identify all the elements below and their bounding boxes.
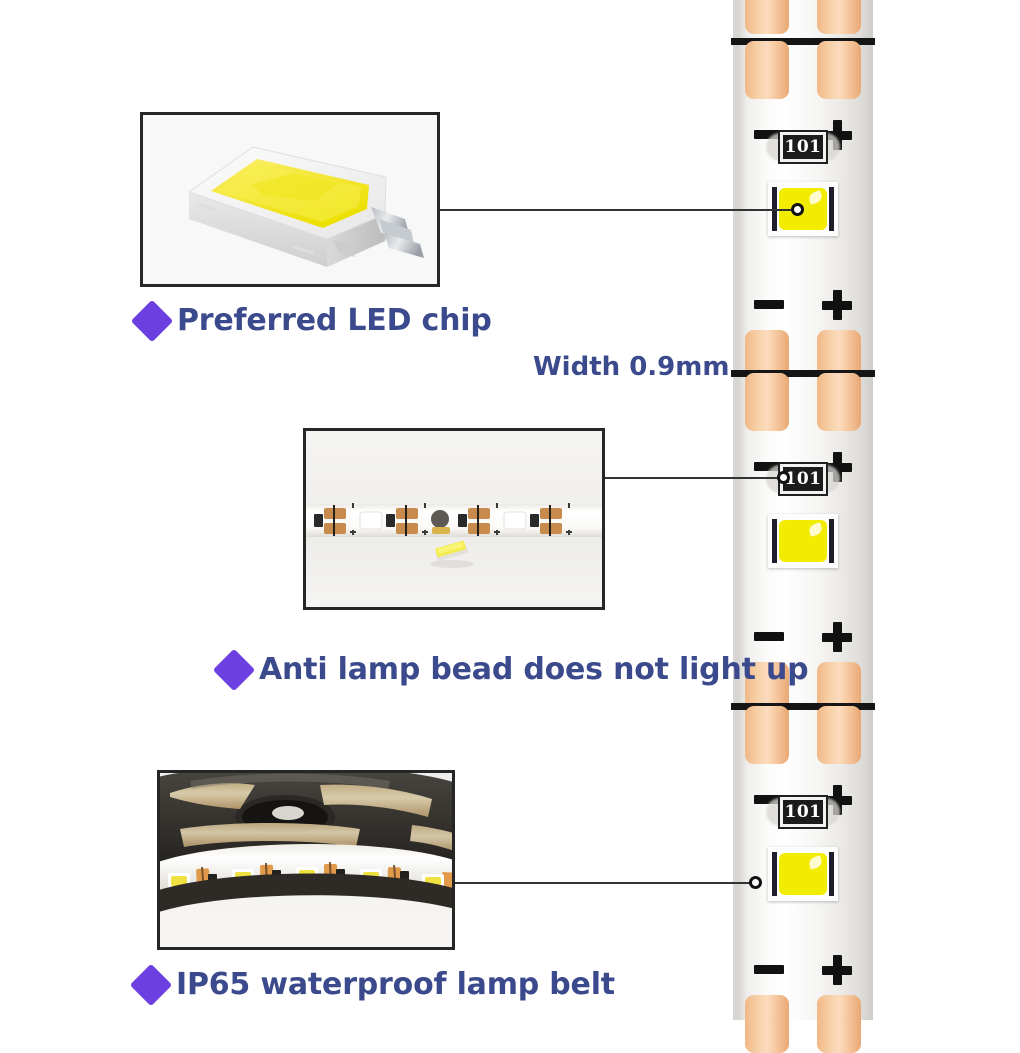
polarity-minus-marker [754, 965, 784, 974]
led-phosphor-surface [779, 853, 827, 895]
led-strip-diagram: 101 101 [731, 0, 875, 1053]
copper-pad [817, 41, 861, 99]
leader-endpoint-ip65 [749, 876, 762, 889]
detached-led-bead [435, 540, 468, 562]
cut-line [731, 370, 875, 377]
led-terminal-right [829, 852, 834, 896]
label-preferred-led-chip: Preferred LED chip [130, 299, 492, 343]
copper-pad [745, 373, 789, 431]
label-text: Preferred LED chip [177, 303, 492, 338]
copper-pad [745, 0, 789, 34]
led-terminal-right [829, 187, 834, 231]
polarity-minus-marker [754, 462, 784, 471]
led-chip-on-strip [768, 514, 838, 568]
leader-line-ip65 [455, 882, 755, 884]
led-chip-illustration [143, 115, 437, 284]
resistor-label: 101 [784, 136, 822, 157]
copper-pad [817, 373, 861, 431]
width-annotation: Width 0.9mm [533, 352, 730, 382]
cut-line [731, 38, 875, 45]
diamond-bullet-icon [130, 299, 174, 343]
polarity-minus-marker [754, 300, 784, 309]
copper-pad [745, 995, 789, 1053]
leader-endpoint-anti-bead [777, 471, 790, 484]
polarity-plus-marker [822, 955, 852, 985]
resistor-101: 101 [780, 797, 826, 827]
polarity-minus-marker [754, 130, 784, 139]
resistor-label: 101 [784, 468, 822, 489]
leader-endpoint-led-chip [791, 203, 804, 216]
copper-pad [817, 995, 861, 1053]
callout-box-preferred-led-chip [140, 112, 440, 287]
led-highlight [807, 190, 824, 205]
label-ip65-waterproof: IP65 waterproof lamp belt [129, 963, 615, 1007]
infographic-canvas: 101 101 [129, 0, 875, 1053]
resistor-101: 101 [780, 132, 826, 162]
callout-box-ip65-waterproof [157, 770, 455, 950]
label-text: Anti lamp bead does not light up [259, 652, 809, 687]
led-chip-on-strip [768, 847, 838, 901]
label-anti-lamp-bead: Anti lamp bead does not light up [212, 648, 809, 692]
polarity-plus-marker [822, 290, 852, 320]
polarity-plus-marker [822, 452, 852, 482]
label-text: IP65 waterproof lamp belt [176, 967, 615, 1002]
led-strip-surface: 101 101 [731, 0, 875, 1053]
copper-pad [817, 706, 861, 764]
copper-pad [745, 41, 789, 99]
ip65-reel-photo [160, 773, 452, 947]
polarity-minus-marker [754, 795, 784, 804]
callout-box-anti-lamp-bead [303, 428, 605, 610]
anti-lamp-bead-photo [306, 431, 602, 607]
led-terminal-left [772, 852, 777, 896]
led-terminal-right [829, 519, 834, 563]
polarity-minus-marker [754, 632, 784, 641]
copper-pad [817, 0, 861, 34]
led-terminal-left [772, 519, 777, 563]
diamond-bullet-icon [129, 963, 173, 1007]
diamond-bullet-icon [212, 648, 256, 692]
led-highlight [807, 855, 824, 870]
cut-line [731, 703, 875, 710]
leader-line-anti-bead [605, 477, 783, 479]
resistor-label: 101 [784, 801, 822, 822]
led-highlight [807, 522, 824, 537]
copper-pad [745, 706, 789, 764]
polarity-plus-marker [822, 622, 852, 652]
led-phosphor-surface [779, 520, 827, 562]
polarity-plus-marker [822, 120, 852, 150]
leader-line-led-chip [440, 209, 797, 211]
led-chip-photo [143, 115, 437, 284]
polarity-plus-marker [822, 785, 852, 815]
